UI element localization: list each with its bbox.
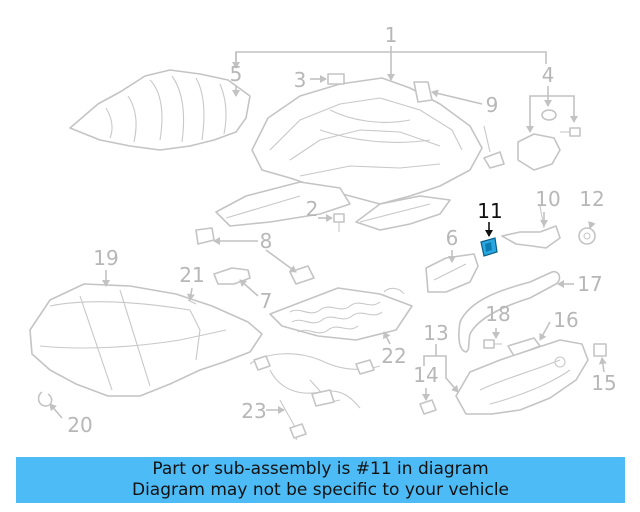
part-8-clips bbox=[195, 227, 315, 285]
part-2-bolt bbox=[333, 213, 345, 232]
callout-17: 17 bbox=[577, 272, 602, 296]
part-4-cover-set bbox=[517, 109, 581, 171]
callout-18: 18 bbox=[485, 302, 510, 326]
callout-11: 11 bbox=[477, 199, 502, 223]
part-9-bracket bbox=[413, 81, 505, 169]
part-6-side-cover bbox=[425, 253, 479, 293]
callout-9: 9 bbox=[486, 93, 499, 117]
part-19-seat-cushion bbox=[29, 283, 263, 397]
callout-12: 12 bbox=[579, 187, 604, 211]
part-1-seat-frame bbox=[215, 77, 483, 231]
part-22-spring-mat bbox=[269, 287, 413, 341]
callout-6: 6 bbox=[446, 226, 459, 250]
part-10-lever bbox=[501, 205, 561, 249]
info-banner: Part or sub-assembly is #11 in diagram D… bbox=[16, 457, 625, 503]
callout-23: 23 bbox=[241, 399, 266, 423]
part-15-fastener bbox=[593, 343, 607, 357]
callout-1: 1 bbox=[385, 23, 398, 47]
callout-13: 13 bbox=[423, 321, 448, 345]
part-7-pad bbox=[213, 267, 251, 285]
part-17-trim bbox=[458, 270, 561, 353]
callout-16: 16 bbox=[553, 308, 578, 332]
part-23-harness bbox=[249, 353, 381, 441]
banner-line-2: Diagram may not be specific to your vehi… bbox=[131, 480, 509, 500]
part-20-clip bbox=[37, 391, 53, 407]
part-13-side-shield bbox=[455, 339, 589, 415]
callout-22: 22 bbox=[381, 344, 406, 368]
banner-line-1: Part or sub-assembly is #11 in diagram bbox=[152, 459, 489, 479]
callout-5: 5 bbox=[230, 62, 243, 86]
callout-labels: 1 2 3 4 5 6 7 8 9 10 11 12 13 14 15 16 1… bbox=[67, 23, 616, 437]
callout-10: 10 bbox=[535, 187, 560, 211]
callout-3: 3 bbox=[294, 68, 307, 92]
part-18-bolt bbox=[483, 339, 502, 349]
part-11-highlighted bbox=[480, 237, 498, 257]
part-14-clip bbox=[419, 399, 437, 415]
leader-lines bbox=[49, 46, 607, 419]
callout-20: 20 bbox=[67, 413, 92, 437]
callout-8: 8 bbox=[260, 229, 273, 253]
part-5-seat-pad bbox=[69, 69, 251, 151]
part-12-knob bbox=[578, 227, 596, 245]
callout-2: 2 bbox=[306, 197, 319, 221]
callout-15: 15 bbox=[591, 371, 616, 395]
callout-4: 4 bbox=[542, 63, 555, 87]
callout-14: 14 bbox=[413, 363, 438, 387]
callout-7: 7 bbox=[260, 289, 273, 313]
callout-19: 19 bbox=[93, 246, 118, 270]
callout-21: 21 bbox=[179, 263, 204, 287]
